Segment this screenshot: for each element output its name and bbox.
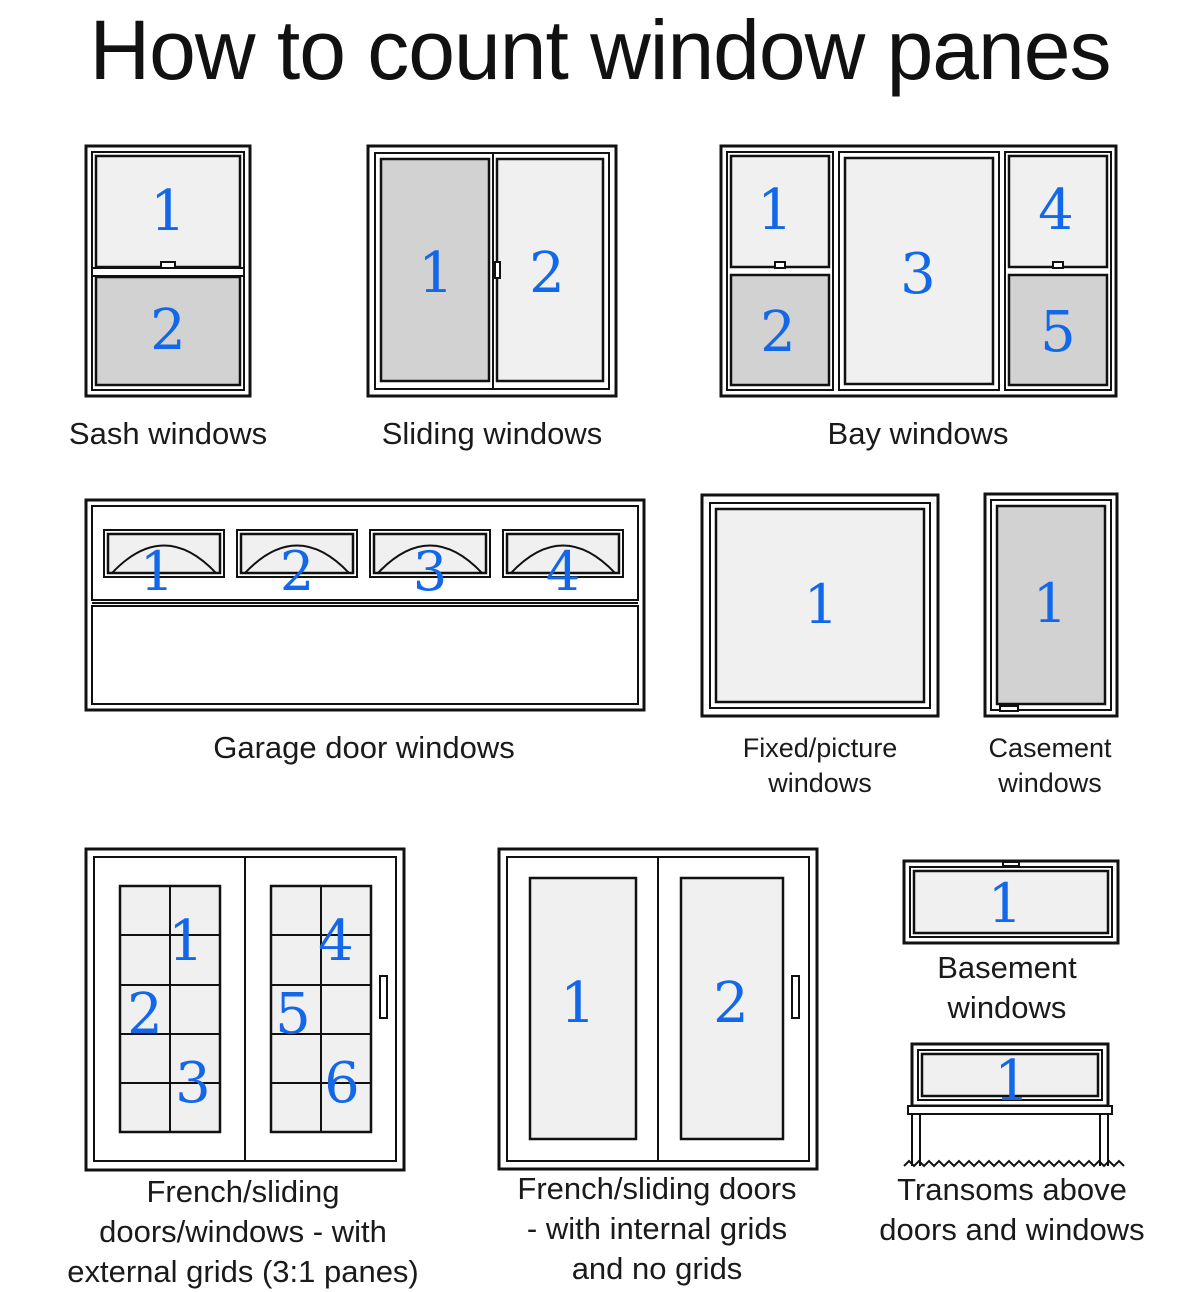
basement-window-diagram: 1 [902,859,1120,945]
pane-number: 3 [175,1051,211,1116]
caption-fixed: Fixed/picture windows [700,731,940,801]
pane-number: 1 [560,971,596,1036]
pane-number: 5 [275,982,311,1047]
caption-basement: Basement windows [887,948,1127,1028]
sash-window-diagram: 1 2 [84,144,252,398]
caption-line: Fixed/picture [742,733,898,763]
caption-line: doors/windows - with [99,1214,387,1249]
caption-line: French/sliding doors [517,1171,797,1206]
pane-number: 3 [413,540,447,603]
caption-line: external grids (3:1 panes) [67,1254,419,1289]
pane-number: 2 [150,298,186,363]
pane-number: 2 [127,982,163,1047]
caption-casement: Casement windows [960,731,1140,801]
caption-transom: Transoms above doors and windows [862,1170,1162,1250]
bay-window-diagram: 1 2 3 4 5 [719,144,1118,398]
pane-number: 1 [994,1049,1030,1114]
pane-number: 1 [804,573,838,636]
caption-sliding: Sliding windows [381,416,603,451]
caption-line: and no grids [571,1251,743,1286]
caption-french-external: French/sliding doors/windows - with exte… [43,1172,443,1292]
pane-number: 4 [318,909,354,974]
caption-line: Basement [937,950,1077,985]
french-door-internal-grids-diagram: 1 2 [497,847,819,1171]
pane-number: 1 [418,241,454,306]
caption-bay: Bay windows [827,416,1009,451]
garage-door-window-diagram: 1 2 3 4 [84,498,646,712]
caption-line: French/sliding [146,1174,340,1209]
caption-sash: Sash windows [68,416,268,451]
pane-number: 1 [1033,572,1067,635]
caption-french-internal: French/sliding doors - with internal gri… [457,1169,857,1289]
pane-number: 1 [150,179,186,244]
page-title: How to count window panes [89,3,1112,97]
pane-number: 3 [900,242,936,307]
casement-window-diagram: 1 [983,492,1119,718]
caption-line: Casement [988,733,1112,763]
pane-number: 1 [988,872,1022,935]
pane-number: 4 [546,540,580,603]
caption-line: - with internal grids [526,1211,788,1246]
pane-number: 4 [1038,178,1074,243]
pane-number: 1 [140,540,174,603]
sliding-window-diagram: 1 2 [366,144,618,398]
pane-number: 1 [168,909,204,974]
garage-pane [502,529,624,578]
garage-pane [103,529,225,578]
pane-number: 6 [324,1051,360,1116]
pane-number: 2 [280,540,314,603]
french-door-external-grids-diagram: 1 2 3 4 5 6 [84,847,406,1172]
fixed-picture-window-diagram: 1 [700,493,940,718]
pane-number: 2 [713,971,749,1036]
pane-number: 5 [1040,300,1076,365]
caption-line: windows [768,768,872,798]
garage-pane [369,529,491,578]
caption-garage: Garage door windows [213,730,515,765]
transom-window-diagram: 1 [903,1042,1125,1168]
caption-line: windows [947,990,1067,1025]
caption-line: doors and windows [879,1212,1145,1247]
garage-pane [236,529,358,578]
caption-line: Transoms above [897,1172,1127,1207]
pane-number: 1 [757,178,793,243]
pane-number: 2 [760,300,796,365]
pane-number: 2 [529,241,565,306]
caption-line: windows [998,768,1102,798]
